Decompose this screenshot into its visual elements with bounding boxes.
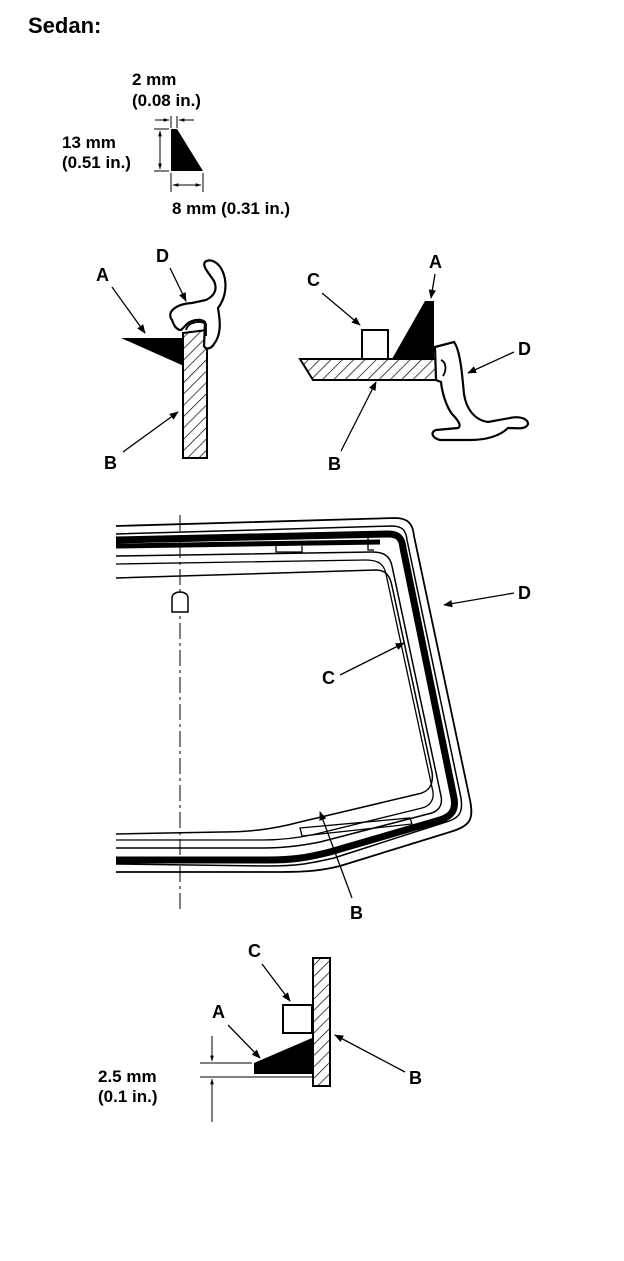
callout-b-bottom: B <box>409 1068 422 1088</box>
callout-a-right: A <box>429 252 442 272</box>
molding-left <box>169 259 227 350</box>
dam-dimension-detail: 2 mm (0.08 in.) 13 mm (0.51 in.) 8 mm (0… <box>62 70 290 218</box>
callout-b-left: B <box>104 453 117 473</box>
callout-c-bottom: C <box>248 941 261 961</box>
glass-section-bottom <box>312 957 331 1087</box>
spacer-bottom <box>282 1004 313 1034</box>
callout-a-bottom: A <box>212 1002 225 1022</box>
callout-c-right: C <box>307 270 320 290</box>
base-label: 8 mm (0.31 in.) <box>172 199 290 218</box>
callout-b-right: B <box>328 454 341 474</box>
molding-right <box>431 340 530 442</box>
gap-mm-label: 2.5 mm <box>98 1067 157 1086</box>
page-title: Sedan: <box>28 13 101 38</box>
dam-left <box>121 338 184 366</box>
gap-in-label: (0.1 in.) <box>98 1087 158 1106</box>
dam-profile <box>171 129 203 171</box>
spacer-line <box>115 569 434 835</box>
glass-section-right <box>298 358 444 381</box>
callout-c-windshield: C <box>322 668 335 688</box>
callout-d-windshield: D <box>518 583 531 603</box>
dam-right <box>392 301 434 359</box>
top-edge-section: A D B <box>96 246 227 473</box>
mirror-mount <box>171 591 189 613</box>
height-mm-label: 13 mm <box>62 133 116 152</box>
callout-a-left: A <box>96 265 109 285</box>
dam-bottom <box>254 1038 312 1074</box>
height-in-label: (0.51 in.) <box>62 153 131 172</box>
windshield-overview: D C B <box>115 515 531 923</box>
glass-section-left <box>182 328 208 459</box>
width-mm-label: 2 mm <box>132 70 176 89</box>
width-in-label: (0.08 in.) <box>132 91 201 110</box>
spacer-right <box>361 329 389 360</box>
side-edge-section: C A D B <box>298 252 531 474</box>
callout-d-left: D <box>156 246 169 266</box>
callout-d-right: D <box>518 339 531 359</box>
bottom-edge-section: 2.5 mm (0.1 in.) C A B <box>98 941 422 1122</box>
urethane-band <box>115 530 458 864</box>
callout-b-windshield: B <box>350 903 363 923</box>
